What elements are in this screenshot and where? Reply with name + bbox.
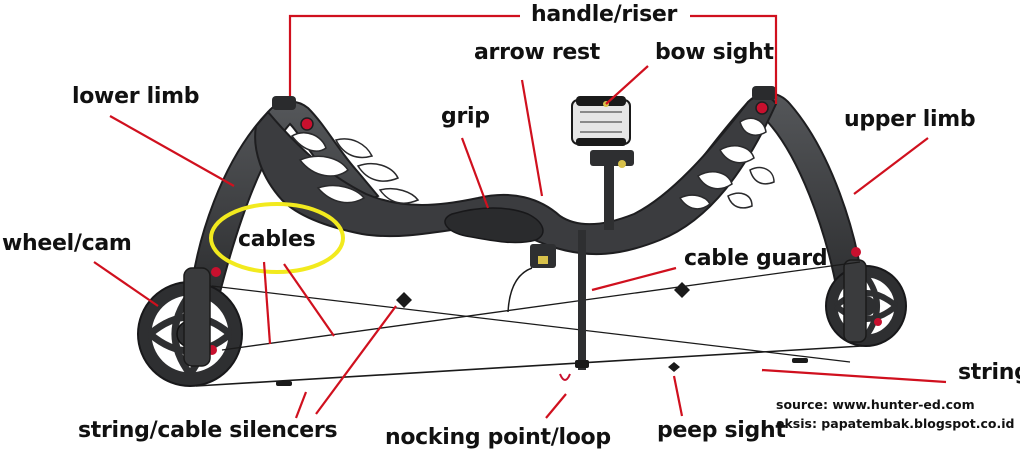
limb-pocket-left	[272, 96, 296, 110]
leader-grip	[460, 137, 490, 209]
leader-nocking-point	[545, 393, 567, 419]
arrow-rest-graphic	[507, 244, 556, 313]
label-arrow-rest: arrow rest	[474, 40, 601, 65]
source-credit-line1: source: www.hunter-ed.com	[776, 397, 975, 412]
label-bow-sight: bow sight	[655, 40, 774, 65]
label-string: string	[958, 360, 1020, 385]
leader-silencers-1	[294, 391, 308, 419]
label-nocking-point-loop: nocking point/loop	[385, 425, 611, 450]
label-upper-limb: upper limb	[844, 107, 976, 132]
riser-cutouts-left	[290, 132, 420, 204]
cable-line-1	[211, 285, 851, 363]
leader-cables-2	[283, 263, 335, 337]
limb-bolt-left	[300, 117, 314, 131]
label-lower-limb: lower limb	[72, 84, 200, 109]
leader-cable-guard	[591, 266, 677, 292]
bow-frame	[188, 86, 866, 301]
cable-line-2	[221, 261, 861, 351]
right-cam-graphic	[825, 247, 907, 347]
leader-string	[761, 368, 947, 384]
leader-bow-sight	[605, 65, 649, 105]
leader-wheel-cam	[93, 261, 159, 307]
label-handle-riser: handle/riser	[531, 2, 678, 27]
label-peep-sight: peep sight	[657, 418, 786, 443]
grip-shape	[444, 207, 544, 244]
cable-guard-rod	[575, 230, 589, 370]
string-line	[195, 345, 863, 387]
leader-lines	[93, 14, 947, 419]
label-cables: cables	[238, 227, 316, 252]
bow-sight-graphic	[571, 96, 634, 230]
label-grip: grip	[441, 104, 490, 129]
leader-lower-limb	[109, 115, 235, 187]
limb-bolt-right	[755, 101, 769, 115]
leader-handle-riser	[288, 14, 520, 96]
leader-silencers-2	[315, 305, 397, 415]
cables-highlight-ellipse	[209, 202, 345, 274]
limb-pocket-right	[752, 86, 776, 100]
leader-cables-1	[262, 261, 272, 345]
leader-handle-riser-right	[690, 14, 778, 104]
leader-peep-sight	[672, 375, 684, 417]
riser-cutouts-right	[678, 117, 775, 210]
riser-shape	[254, 95, 778, 256]
left-cam-graphic	[137, 267, 243, 387]
label-string-cable-silencers: string/cable silencers	[78, 418, 338, 443]
source-credit-line2: eksis: papatembak.blogspot.co.id	[776, 416, 1015, 431]
label-wheel-cam: wheel/cam	[2, 231, 132, 256]
leader-arrow-rest	[520, 79, 544, 197]
leader-upper-limb	[853, 137, 929, 195]
strings-and-cables	[195, 261, 863, 387]
label-cable-guard: cable guard	[684, 246, 828, 271]
